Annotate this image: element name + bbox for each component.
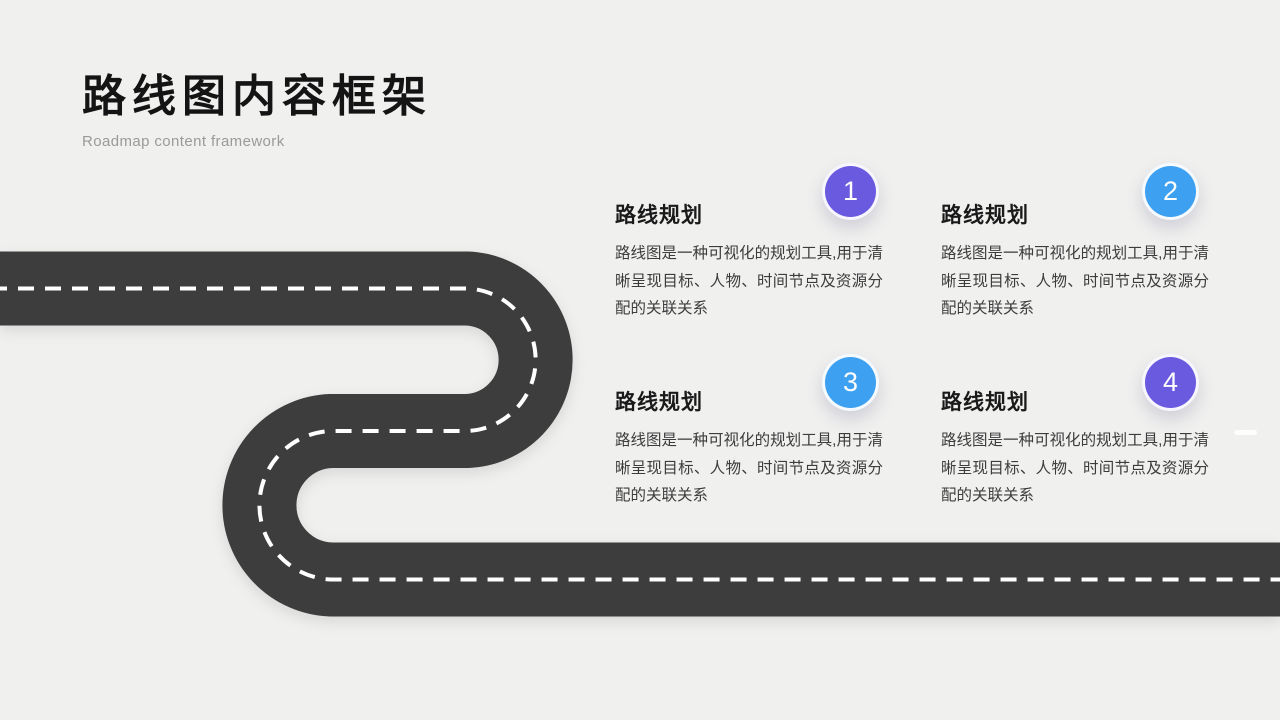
roadmap-item-1: 1 路线规划 路线图是一种可视化的规划工具,用于清晰呈现目标、人物、时间节点及资…: [615, 163, 893, 323]
step-number-badge-2: 2: [1142, 163, 1199, 220]
item-body: 路线图是一种可视化的规划工具,用于清晰呈现目标、人物、时间节点及资源分配的关联关…: [615, 432, 883, 504]
stray-road-dash: [1234, 430, 1257, 435]
step-number-badge-4: 4: [1142, 354, 1199, 411]
step-number: 4: [1162, 367, 1179, 397]
step-number-badge-1: 1: [822, 163, 879, 220]
roadmap-item-4: 4 路线规划 路线图是一种可视化的规划工具,用于清晰呈现目标、人物、时间节点及资…: [941, 354, 1219, 510]
item-title: 路线规划: [941, 204, 1029, 227]
slide-header: 路线图内容框架 Roadmap content framework: [82, 72, 432, 150]
item-title: 路线规划: [615, 391, 703, 414]
item-title: 路线规划: [941, 391, 1029, 414]
roadmap-item-3: 3 路线规划 路线图是一种可视化的规划工具,用于清晰呈现目标、人物、时间节点及资…: [615, 354, 893, 510]
item-body: 路线图是一种可视化的规划工具,用于清晰呈现目标、人物、时间节点及资源分配的关联关…: [615, 245, 883, 317]
step-number-badge-3: 3: [822, 354, 879, 411]
step-number: 1: [842, 176, 859, 206]
page-title: 路线图内容框架: [82, 72, 432, 121]
item-title: 路线规划: [615, 204, 703, 227]
item-body: 路线图是一种可视化的规划工具,用于清晰呈现目标、人物、时间节点及资源分配的关联关…: [941, 245, 1209, 317]
step-number: 3: [842, 367, 859, 397]
step-number: 2: [1162, 176, 1179, 206]
page-subtitle: Roadmap content framework: [82, 133, 285, 150]
roadmap-item-2: 2 路线规划 路线图是一种可视化的规划工具,用于清晰呈现目标、人物、时间节点及资…: [941, 163, 1219, 323]
road-centerline-path: [0, 286, 1280, 582]
item-body: 路线图是一种可视化的规划工具,用于清晰呈现目标、人物、时间节点及资源分配的关联关…: [941, 432, 1209, 504]
